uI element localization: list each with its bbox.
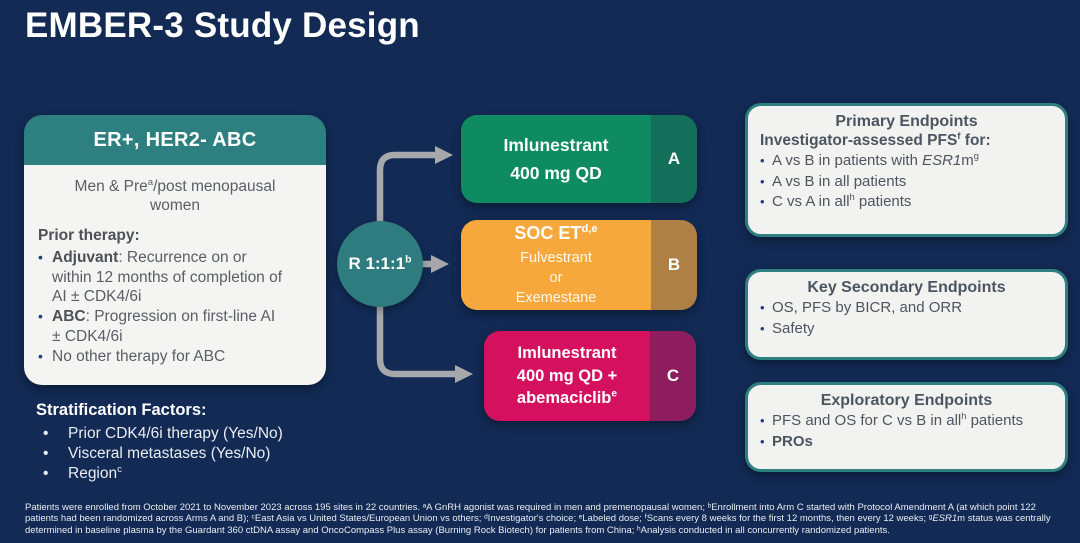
bullet-marker: • [760,194,765,210]
arm-a-label: Imlunestrant 400 mg QD [461,115,651,203]
bullet-marker: • [38,308,43,325]
exploratory-bullet-pfs-os: PFS and OS for C vs B in allh patients [772,411,1024,429]
list-item: • PROs [760,432,1053,453]
primary-endpoints-panel: Primary Endpoints Investigator-assessed … [745,103,1068,237]
arm-b-title: SOC ETd,e [514,223,598,244]
exploratory-endpoints-panel: Exploratory Endpoints • PFS and OS for C… [745,382,1068,472]
arm-c-label: Imlunestrant 400 mg QD + abemaciclibe [484,331,650,421]
primary-endpoints-title: Primary Endpoints [835,113,978,130]
list-item: • A vs B in all patients [760,172,1053,193]
secondary-endpoints-title: Key Secondary Endpoints [807,279,1006,296]
bullet-marker: • [43,464,49,482]
bullet-marker: • [43,444,49,462]
list-item: • No other therapy for ABC [38,347,312,366]
stratification-title: Stratification Factors: [36,401,207,419]
stratification-item-cdk: Prior CDK4/6i therapy (Yes/No) [68,425,283,442]
list-item: • Regionc [36,464,283,484]
bullet-marker: • [760,173,765,189]
arm-c-drug: Imlunestrant [517,343,617,362]
primary-bullet-c-vs-a: C vs A in allh patients [772,192,912,211]
list-item: • Visceral metastases (Yes/No) [36,444,283,464]
arm-c-combo: abemaciclibe [516,388,618,408]
population-header: ER+, HER2- ABC [24,115,326,165]
exploratory-bullet-pros: PROs [772,432,813,450]
primary-bullet-esr1m: A vs B in patients with ESR1mg [772,151,979,169]
footnote-line-1: Patients were enrolled from October 2021… [25,502,1036,513]
bullet-marker: • [43,425,49,442]
randomization-label: R 1:1:1b [348,253,412,273]
primary-endpoints-subtitle: Investigator-assessed PFSf for: [760,130,991,149]
arm-b-label: SOC ETd,e Fulvestrant or Exemestane [461,220,651,310]
stratification-item-region: Regionc [68,463,122,482]
arm-b-or: or [549,269,563,286]
arm-b-option1: Fulvestrant [520,249,592,266]
list-item: • Safety [760,319,1053,340]
stratification-item-visceral: Visceral metastases (Yes/No) [68,444,271,462]
prior-therapy-abc: ABC: Progression on first-line AI± CDK4/… [52,308,276,345]
list-item: • Prior CDK4/6i therapy (Yes/No) [36,424,283,444]
list-item: • A vs B in patients with ESR1mg [760,151,1053,172]
bullet-marker: • [38,249,43,266]
secondary-bullet-os: OS, PFS by BICR, and ORR [772,299,963,316]
secondary-bullet-safety: Safety [772,319,815,337]
stratification-section: Stratification Factors: • Prior CDK4/6i … [36,401,283,483]
bullet-marker: • [760,153,765,168]
prior-therapy-label: Prior therapy: [38,226,140,244]
arm-a-box: Imlunestrant 400 mg QD A [461,115,697,203]
bullet-marker: • [760,320,765,336]
list-item: • PFS and OS for C vs B in allh patients [760,411,1053,432]
arm-c-dose: 400 mg QD + [516,366,618,385]
arm-a-drug: Imlunestrant [503,135,609,155]
arm-b-option2: Exemestane [515,290,597,307]
list-item: • OS, PFS by BICR, and ORR [760,298,1053,319]
arm-c-box: Imlunestrant 400 mg QD + abemaciclibe C [484,331,696,421]
arm-a-letter: A [651,115,697,203]
footnote-line-3: determined in baseline plasma by the Gua… [25,524,890,536]
secondary-endpoints-panel: Key Secondary Endpoints • OS, PFS by BIC… [745,269,1068,360]
arm-b-letter: B [651,220,697,310]
exploratory-endpoints-title: Exploratory Endpoints [820,392,993,409]
arm-a-dose: 400 mg QD [510,163,602,183]
bullet-marker: • [760,433,765,449]
arm-c-letter: C [650,331,696,421]
footnote: Patients were enrolled from October 2021… [25,502,1075,536]
bullet-marker: • [760,300,765,315]
list-item: • C vs A in allh patients [760,192,1053,213]
footnote-line-2: patients had been randomized across Arms… [25,513,1051,525]
population-body: Men & Prea/post menopausal women Prior t… [24,165,326,385]
prior-therapy-no-other: No other therapy for ABC [52,348,226,365]
bullet-marker: • [760,413,765,428]
population-panel: ER+, HER2- ABC Men & Prea/post menopausa… [24,115,326,385]
page-title: EMBER-3 Study Design [25,6,420,45]
population-intro: Men & Prea/post menopausal women [74,176,276,215]
arm-b-box: SOC ETd,e Fulvestrant or Exemestane B [461,220,697,310]
list-item: • ABC: Progression on first-line AI± CDK… [38,307,312,346]
randomization-node: R 1:1:1b [337,221,423,307]
primary-bullet-all-patients: A vs B in all patients [772,172,907,190]
bullet-marker: • [38,348,43,364]
